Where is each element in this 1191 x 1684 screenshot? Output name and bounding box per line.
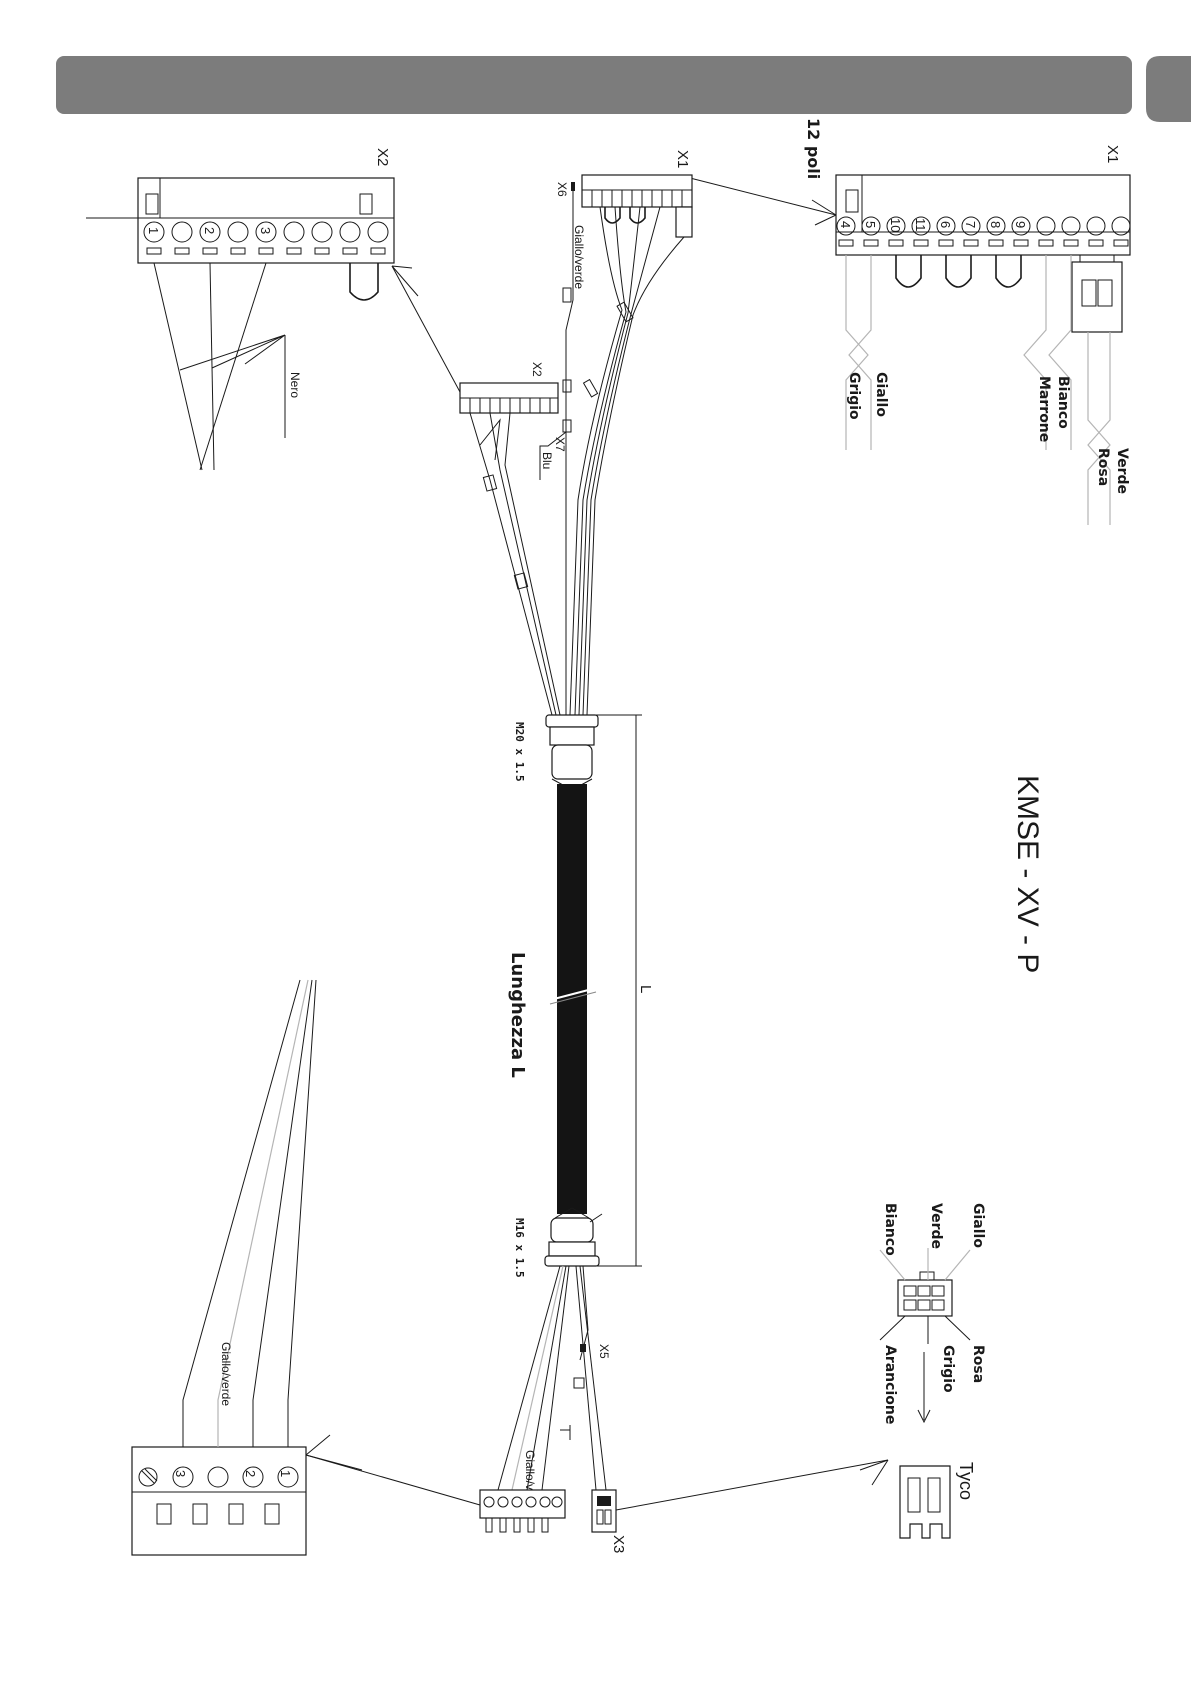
terminal-block-large: [132, 1447, 306, 1555]
tyco-wire-giallo: Giallo: [970, 1203, 986, 1248]
x2-pin-3: 3: [258, 227, 273, 234]
cable-gland-m16: [545, 1208, 602, 1266]
x6-wire-label: Giallo/verde: [572, 225, 586, 289]
terminal-wire-label: Giallo/verde: [219, 1342, 233, 1406]
x7-marker: [563, 420, 571, 432]
x1-pole-count: 12 poli: [804, 118, 823, 179]
x1-small-connector: [582, 175, 692, 237]
tyco-wire-arancione: Arancione: [882, 1345, 898, 1424]
terminal-strip-small: [480, 1490, 565, 1532]
x7-label: X7: [553, 437, 567, 452]
wire-label-rosa: Rosa: [1095, 448, 1111, 486]
x2-main-label: X2: [374, 148, 391, 166]
wire-label-giallo: Giallo: [873, 372, 889, 417]
wire-label-marrone: Marrone: [1036, 376, 1052, 442]
x1-leader-arrow: [812, 200, 836, 225]
tyco-label: Tyco: [956, 1462, 976, 1500]
terminal-pin-3: 3: [173, 1470, 188, 1477]
wire-label-verde: Verde: [1114, 448, 1130, 494]
x6-marker: [571, 182, 575, 191]
tyco-wire-grigio: Grigio: [940, 1345, 956, 1393]
dimension-l-label: L: [637, 985, 654, 993]
svg-text:4: 4: [838, 221, 853, 228]
tyco-leader: [616, 1460, 888, 1510]
x5-label: X5: [597, 1344, 611, 1359]
x2-jumper: [350, 263, 378, 300]
tyco-wire-verde: Verde: [928, 1203, 944, 1249]
svg-text:5: 5: [863, 221, 878, 228]
x2-pin-2: 2: [202, 227, 217, 234]
svg-text:9: 9: [1013, 221, 1028, 228]
tyco-wire-bianco: Bianco: [882, 1203, 898, 1256]
x1-small-label: X1: [674, 150, 691, 168]
x2-main-connector: [138, 178, 394, 300]
x5-clip: [574, 1378, 584, 1388]
page-tab: [1146, 56, 1191, 122]
x2-leader: [392, 266, 460, 392]
x1-main-label: X1: [1104, 145, 1121, 163]
x2-wires: [154, 263, 285, 470]
x7-wire-label: Blu: [540, 452, 554, 469]
x6-wire: [566, 191, 573, 715]
terminal-pin-1: 1: [278, 1470, 293, 1477]
x2-small-label: X2: [530, 362, 544, 377]
svg-text:10: 10: [888, 218, 903, 232]
x3-label: X3: [610, 1535, 627, 1553]
gland-top-label: M20 x 1.5: [513, 722, 526, 782]
x1-main-connector: 4 5 10 11 6 7 8 9: [836, 175, 1130, 332]
x2-small-connector: [460, 383, 558, 413]
gland-bottom-label: M16 x 1.5: [513, 1218, 526, 1278]
x2-wire-label-nero: Nero: [288, 372, 302, 398]
x1-cable-bundle: [570, 207, 684, 715]
length-label: Lunghezza L: [507, 952, 528, 1078]
x6-clip: [563, 288, 571, 302]
header-band: [56, 56, 1132, 114]
x5-marker: [580, 1344, 586, 1352]
cable-gland-m20: [546, 715, 598, 790]
x2-pin-1: 1: [146, 227, 161, 234]
svg-text:11: 11: [913, 218, 928, 232]
svg-text:6: 6: [938, 221, 953, 228]
cable-jacket: [557, 784, 587, 1214]
x3-plug: [592, 1490, 616, 1532]
wire-label-grigio: Grigio: [846, 372, 862, 420]
svg-text:7: 7: [963, 221, 978, 228]
x1-jumper: [896, 255, 921, 287]
x6-label: X6: [555, 182, 569, 197]
diagram-title: KMSE - XV - P: [1011, 775, 1044, 973]
wire-label-bianco: Bianco: [1055, 376, 1071, 429]
svg-text:8: 8: [988, 221, 1003, 228]
tyco-wire-rosa: Rosa: [970, 1345, 986, 1383]
bottom-cable-fanout: [498, 1266, 606, 1490]
x1-sub-plug: [1072, 262, 1122, 332]
terminal-wires: [183, 980, 316, 1447]
terminal-pin-2: 2: [243, 1470, 258, 1477]
x1-jumper: [996, 255, 1021, 287]
x1-jumper: [946, 255, 971, 287]
